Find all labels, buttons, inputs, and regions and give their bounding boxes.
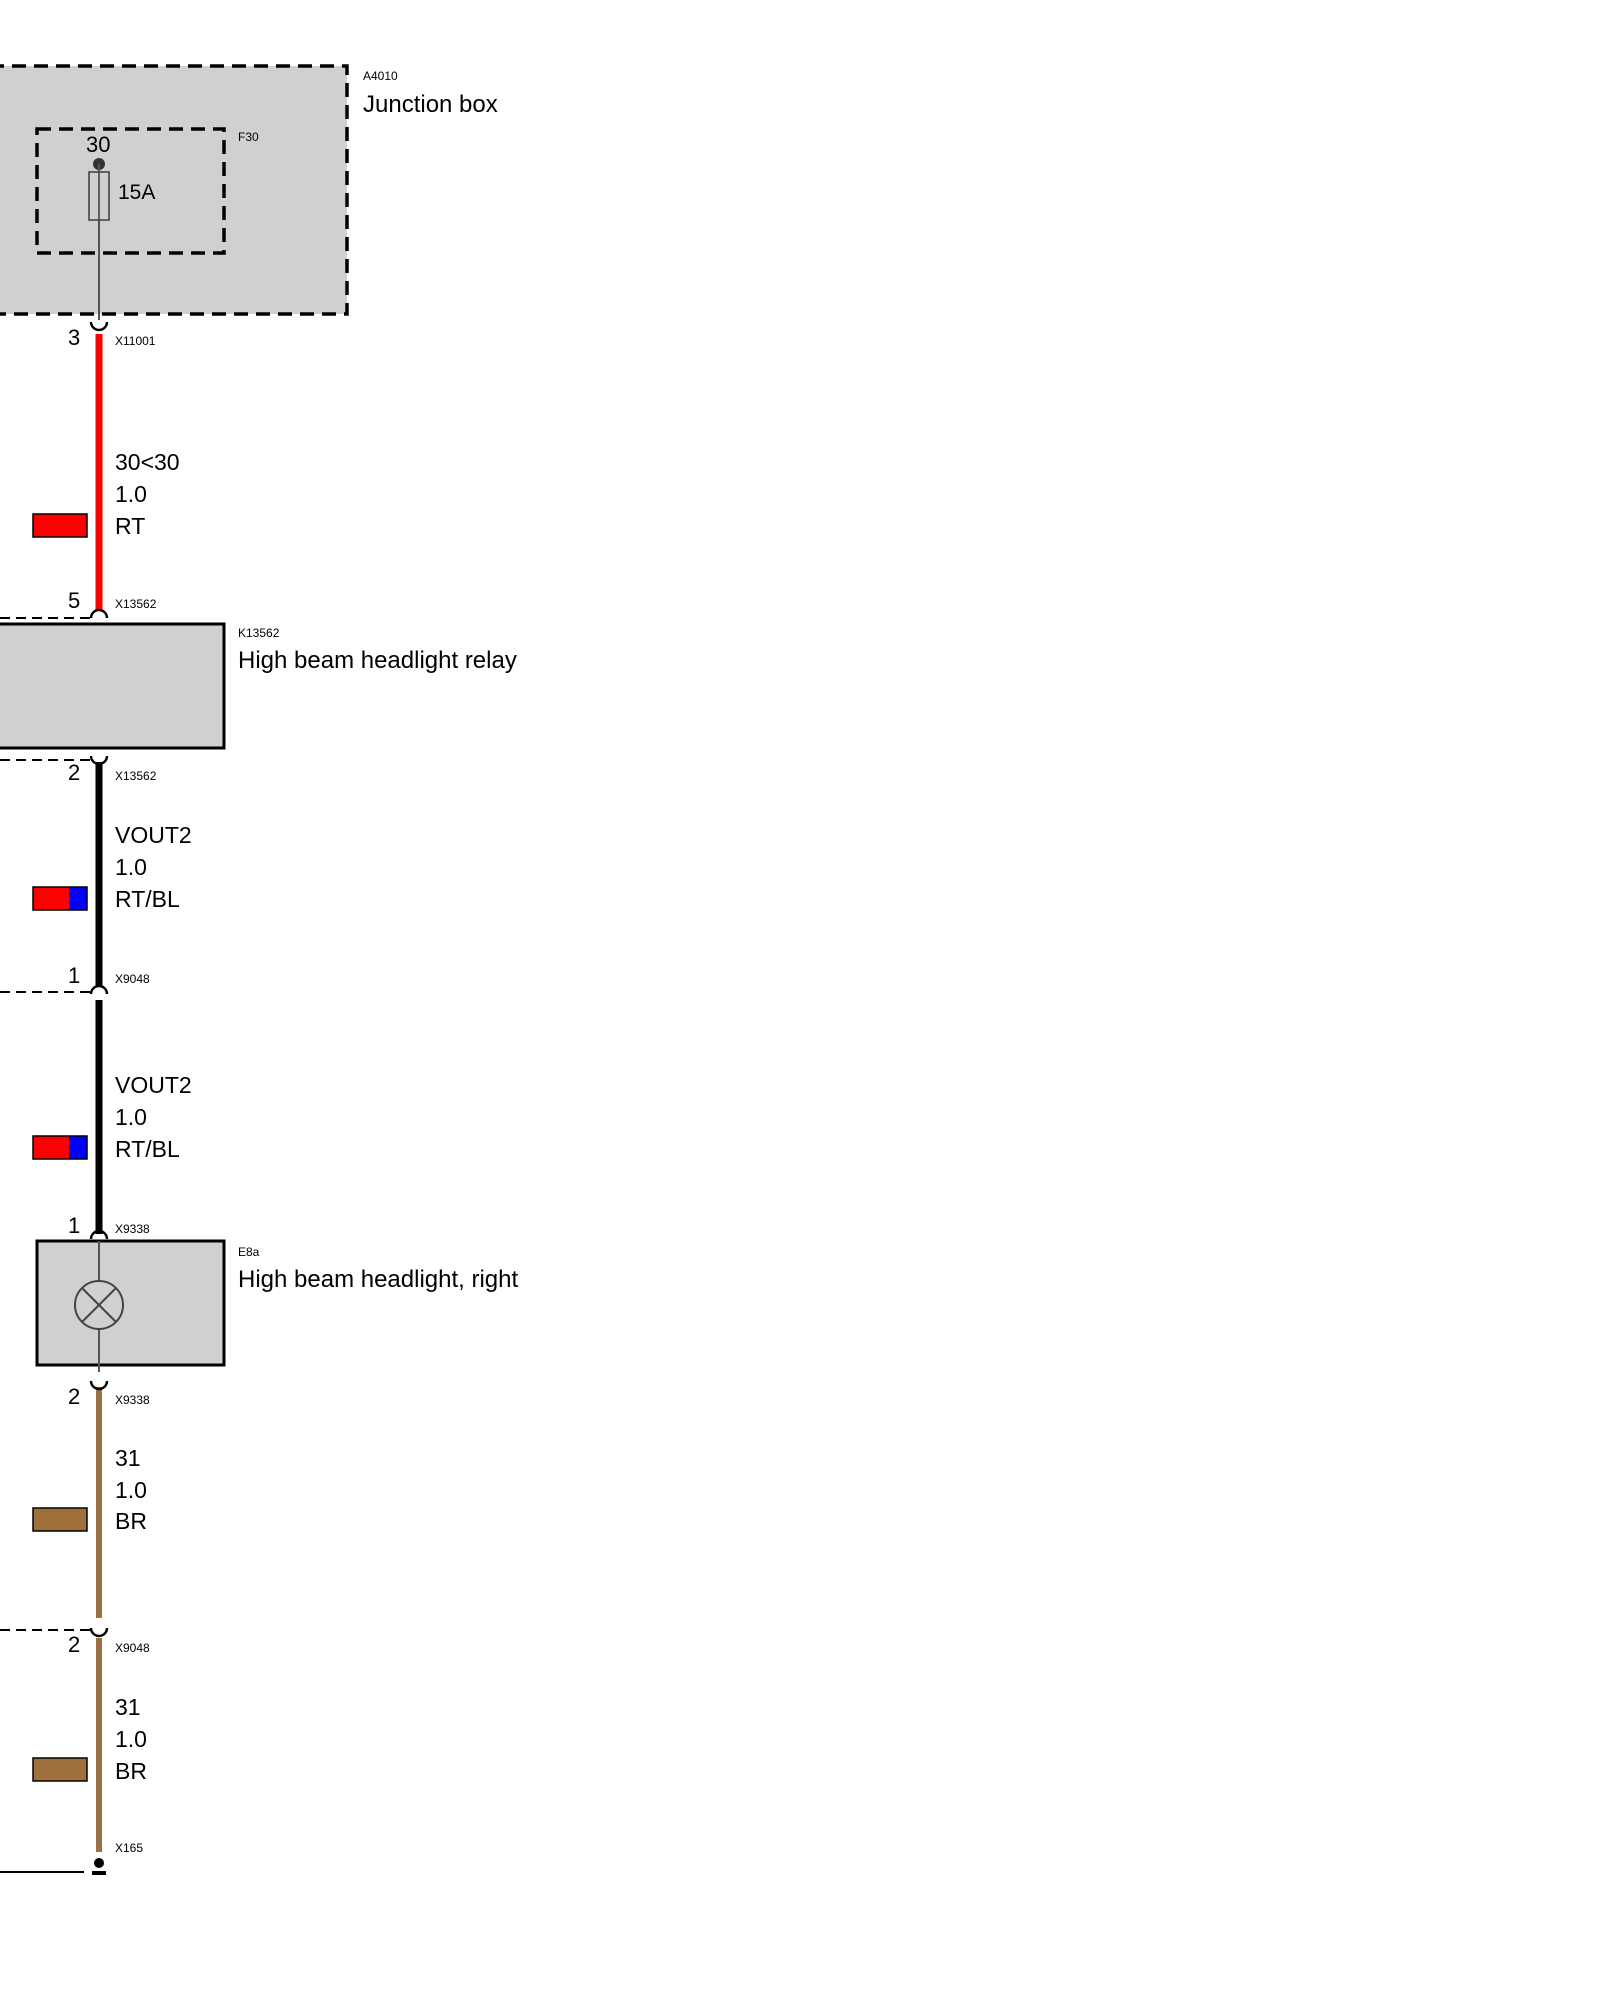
wire-signal: 30<30 <box>115 449 180 475</box>
connector-label-3: 2 X13562 <box>68 760 157 785</box>
wire-color-swatch <box>32 513 88 538</box>
wire-gauge: 1.0 <box>115 1477 147 1503</box>
pin-number: 2 <box>68 760 80 785</box>
wire-gauge: 1.0 <box>115 854 147 880</box>
headlight-name: High beam headlight, right <box>238 1266 519 1293</box>
connector-id: X11001 <box>115 334 156 348</box>
wire-signal: VOUT2 <box>115 822 192 848</box>
wire-color-swatch <box>32 1757 88 1782</box>
connector-label-8: X165 <box>115 1841 143 1855</box>
wire-signal: 31 <box>115 1694 141 1720</box>
connector-label-6: 2 X9338 <box>68 1384 150 1409</box>
wire-color-code: BR <box>115 1758 147 1784</box>
pin-number: 3 <box>68 325 80 350</box>
wire-signal: VOUT2 <box>115 1072 192 1098</box>
pin-number: 1 <box>68 963 80 988</box>
pin-number: 1 <box>68 1213 80 1238</box>
connector-id: X13562 <box>115 597 157 611</box>
connector-id: X9338 <box>115 1222 150 1236</box>
connector-label-4: 1 X9048 <box>68 963 150 988</box>
wire-label-1: 30<30 1.0 RT <box>32 449 180 539</box>
wire-color-code: RT <box>115 513 145 539</box>
connector-id: X9048 <box>115 1641 150 1655</box>
wire-label-2: VOUT2 1.0 RT/BL <box>32 822 192 912</box>
connector-id: X165 <box>115 1841 143 1855</box>
wire-color-code: RT/BL <box>115 886 180 912</box>
headlight-id: E8a <box>238 1245 260 1259</box>
fuse-rating: 15A <box>118 181 155 204</box>
connector-label-2: 5 X13562 <box>68 588 157 613</box>
fuse-housing <box>35 127 226 255</box>
connector-id: X9338 <box>115 1393 150 1407</box>
pin-number: 2 <box>68 1384 80 1409</box>
relay-id: K13562 <box>238 626 280 640</box>
wire-gauge: 1.0 <box>115 1104 147 1130</box>
pin-number: 5 <box>68 588 80 613</box>
headlight-body <box>35 1239 226 1367</box>
fuse-terminal: 30 <box>86 132 110 157</box>
wire-label-4: 31 1.0 BR <box>32 1445 147 1534</box>
fuse: F30 30 15A <box>35 127 259 320</box>
relay-body <box>0 622 226 750</box>
junction-box: A4010 Junction box F30 30 15A <box>0 64 498 320</box>
fuse-id: F30 <box>238 130 259 144</box>
wire-gauge: 1.0 <box>115 1726 147 1752</box>
wire-label-5: 31 1.0 BR <box>32 1694 147 1784</box>
wire-gauge: 1.0 <box>115 481 147 507</box>
relay: K13562 High beam headlight relay <box>0 622 517 750</box>
connector-label-7: 2 X9048 <box>68 1632 150 1657</box>
connector-arcs <box>89 321 109 1638</box>
wire-signal: 31 <box>115 1445 141 1471</box>
wire-color-code: BR <box>115 1508 147 1534</box>
connector-id: X13562 <box>115 769 157 783</box>
connector-label-1: 3 X11001 <box>68 325 156 350</box>
ground-symbol <box>92 1858 106 1875</box>
wire-color-swatch <box>32 886 88 911</box>
connector-label-5: 1 X9338 <box>68 1213 150 1238</box>
junction-box-id: A4010 <box>363 69 398 83</box>
wire-color-swatch <box>32 1135 88 1160</box>
pin-number: 2 <box>68 1632 80 1657</box>
lamp-icon <box>74 1280 124 1330</box>
connector-id: X9048 <box>115 972 150 986</box>
wire-color-code: RT/BL <box>115 1136 180 1162</box>
headlight: E8a High beam headlight, right <box>35 1239 519 1372</box>
wire-label-3: VOUT2 1.0 RT/BL <box>32 1072 192 1162</box>
relay-name: High beam headlight relay <box>238 647 517 674</box>
wire-color-swatch <box>32 1507 88 1532</box>
junction-box-name: Junction box <box>363 91 498 118</box>
junction-box-body <box>0 64 349 316</box>
